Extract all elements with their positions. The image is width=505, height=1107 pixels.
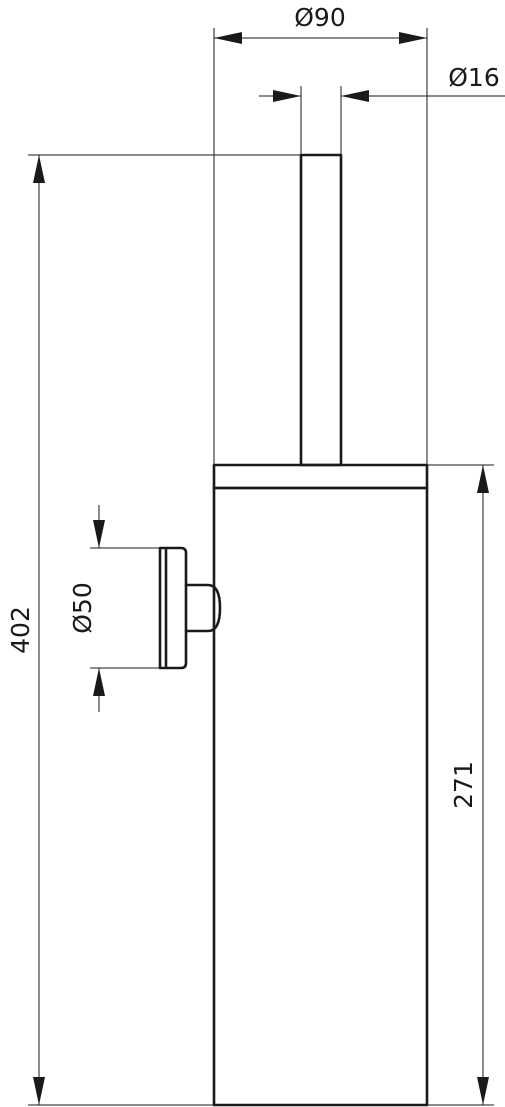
total-height-label: 402 [6, 606, 35, 654]
wall-mount-diameter-label: Ø50 [68, 582, 97, 634]
container-height-label: 271 [449, 761, 478, 809]
dimension-wall-mount-diameter: Ø50 [68, 505, 105, 712]
extension-lines [28, 28, 494, 1106]
brush-handle [299, 153, 343, 467]
container-lid [212, 463, 429, 490]
wall-mount-plate [158, 546, 188, 670]
toilet-brush-holder [158, 153, 429, 1107]
container-body [212, 486, 429, 1107]
dimension-handle-diameter: Ø16 [259, 63, 505, 102]
dimension-total-height: 402 [6, 155, 45, 1105]
handle-diameter-label: Ø16 [448, 63, 500, 92]
dimension-container-height: 271 [449, 465, 489, 1105]
dimension-outer-diameter: Ø90 [214, 3, 427, 44]
outer-diameter-label: Ø90 [294, 3, 346, 32]
wall-mount-connector [184, 583, 222, 633]
